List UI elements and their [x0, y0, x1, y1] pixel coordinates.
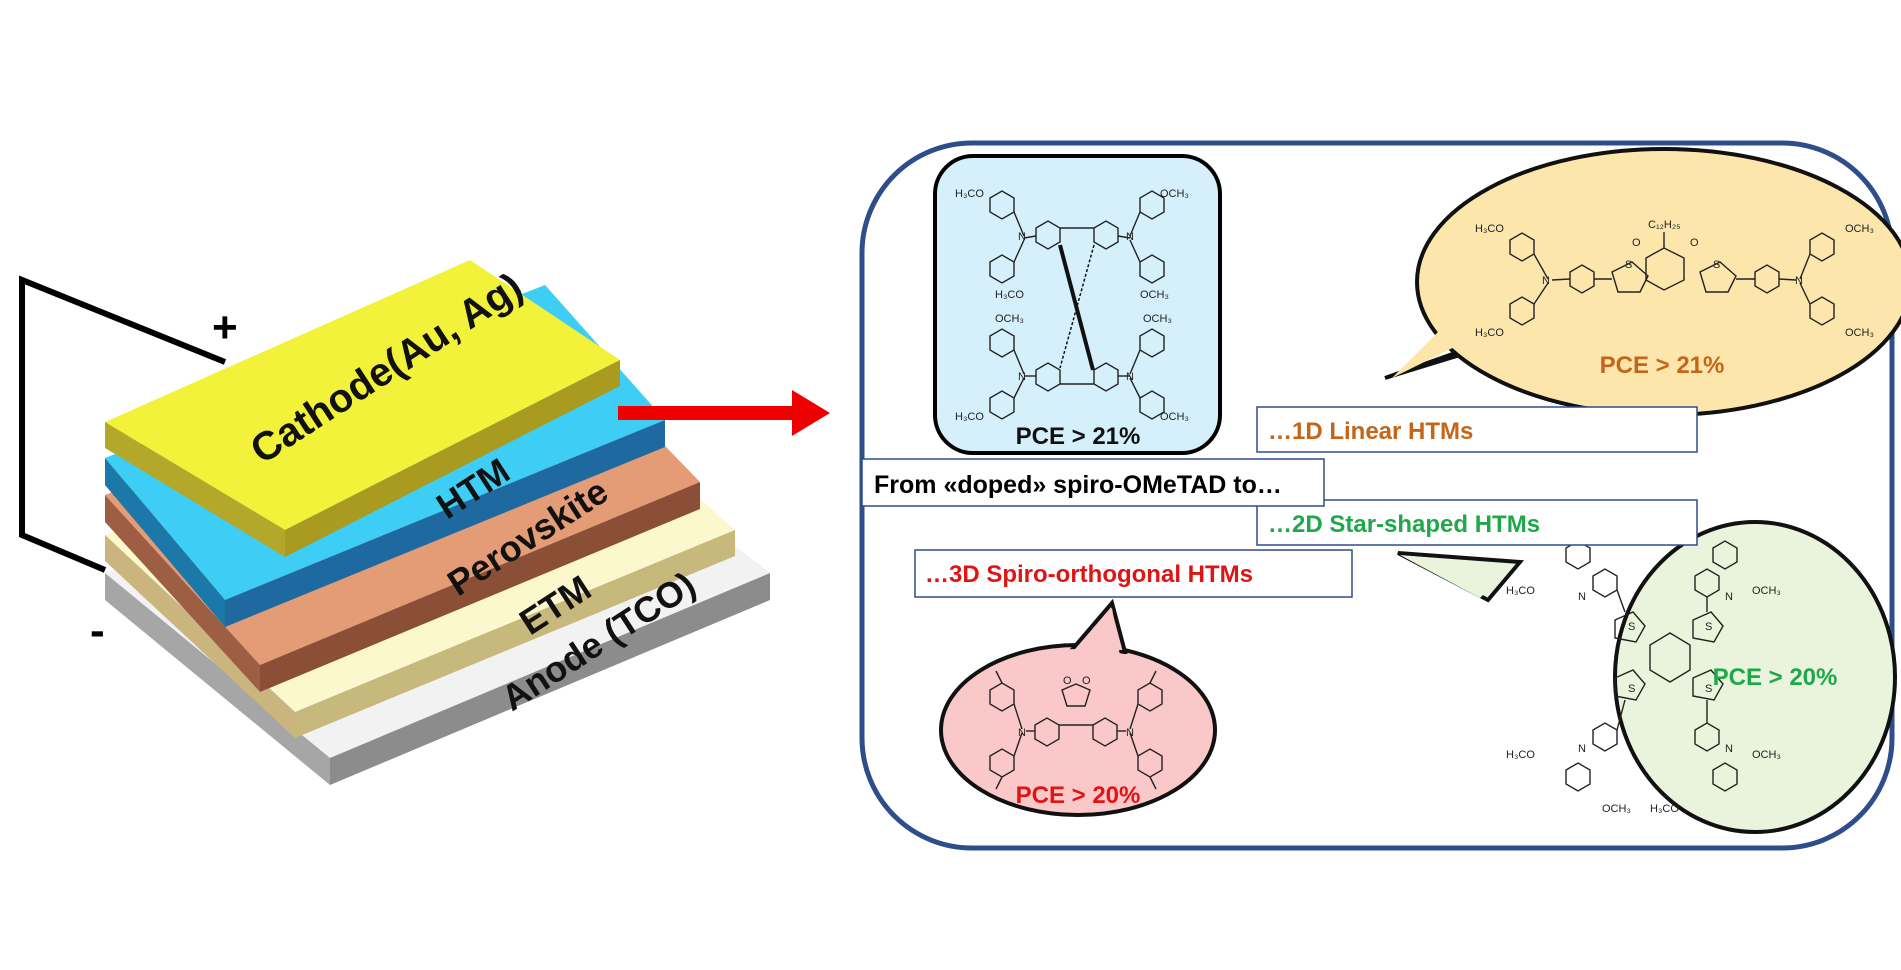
star-htms-label: …2D Star-shaped HTMs [1268, 511, 1540, 538]
svg-text:OCH₃: OCH₃ [1845, 327, 1874, 339]
svg-text:S: S [1628, 621, 1635, 633]
svg-text:N: N [1578, 743, 1586, 755]
spiro3d-htms-label: …3D Spiro-orthogonal HTMs [925, 561, 1253, 588]
svg-text:N: N [1018, 727, 1026, 739]
svg-text:OCH₃: OCH₃ [1752, 749, 1781, 761]
linear-htms-label: …1D Linear HTMs [1268, 418, 1473, 445]
svg-text:N: N [1126, 231, 1134, 243]
svg-text:OCH₃: OCH₃ [1845, 223, 1874, 235]
svg-text:N: N [1725, 743, 1733, 755]
star-htms-box: …2D Star-shaped HTMs [1256, 499, 1698, 546]
circuit-wire [19, 275, 227, 573]
svg-text:N: N [1126, 371, 1134, 383]
star-htm-structure [1565, 540, 1738, 792]
svg-text:OCH₃: OCH₃ [1752, 585, 1781, 597]
svg-text:N: N [1725, 591, 1733, 603]
svg-text:OCH₃: OCH₃ [995, 313, 1024, 325]
svg-text:OCH₃: OCH₃ [1143, 313, 1172, 325]
intro-label: From «doped» spiro-OMeTAD to… [874, 471, 1282, 499]
svg-text:H₃CO: H₃CO [1506, 749, 1535, 761]
svg-text:H₃CO: H₃CO [1475, 223, 1504, 235]
svg-text:H₃CO: H₃CO [1650, 803, 1679, 815]
svg-text:O: O [1063, 675, 1072, 687]
svg-text:N: N [1126, 727, 1134, 739]
svg-text:S: S [1628, 683, 1635, 695]
plus-sign: + [212, 303, 238, 352]
spiro-ometad-structure [989, 190, 1165, 420]
linear-htm-bubble [1384, 147, 1901, 417]
spiro-ometad-labels: H₃CO OCH₃ H₃CO OCH₃ OCH₃ OCH₃ H₃CO OCH₃ … [955, 188, 1189, 423]
cathode-layer [105, 260, 620, 557]
svg-text:N: N [1018, 231, 1026, 243]
linear-htm-structure [1509, 232, 1835, 326]
svg-text:S: S [1625, 259, 1632, 271]
svg-text:OCH₃: OCH₃ [1160, 188, 1189, 200]
spiro3d-htm-pce: PCE > 20% [1016, 782, 1141, 809]
star-htm-pce: PCE > 20% [1713, 664, 1838, 691]
svg-text:O: O [1690, 237, 1699, 249]
svg-text:OCH₃: OCH₃ [1602, 803, 1631, 815]
svg-text:N: N [1542, 275, 1550, 287]
svg-text:S: S [1705, 683, 1712, 695]
svg-text:H₃CO: H₃CO [955, 411, 984, 423]
spiro-ometad-pce: PCE > 21% [1016, 423, 1141, 450]
red-arrow [618, 390, 830, 436]
intro-box: From «doped» spiro-OMeTAD to… [861, 458, 1325, 507]
svg-text:N: N [1578, 591, 1586, 603]
svg-text:S: S [1705, 621, 1712, 633]
spiro3d-htm-labels: O O N N [1018, 675, 1134, 739]
star-htm-bubble [1397, 520, 1897, 834]
svg-text:O: O [1632, 237, 1641, 249]
svg-text:O: O [1082, 675, 1091, 687]
linear-htms-box: …1D Linear HTMs [1256, 406, 1698, 453]
svg-text:H₃CO: H₃CO [1475, 327, 1504, 339]
svg-text:N: N [1795, 275, 1803, 287]
svg-text:H₃CO: H₃CO [955, 188, 984, 200]
svg-text:H₃CO: H₃CO [995, 289, 1024, 301]
linear-htm-labels: H₃CO OCH₃ H₃CO OCH₃ N N S S O O C₁₂H₂₅ [1475, 219, 1874, 339]
svg-text:C₁₂H₂₅: C₁₂H₂₅ [1648, 219, 1681, 231]
linear-htm-pce: PCE > 21% [1600, 352, 1725, 379]
spiro3d-htm-structure [989, 670, 1163, 790]
svg-text:OCH₃: OCH₃ [1160, 411, 1189, 423]
minus-sign: - [90, 606, 105, 655]
spiro3d-htms-box: …3D Spiro-orthogonal HTMs [914, 549, 1353, 598]
svg-text:OCH₃: OCH₃ [1140, 289, 1169, 301]
svg-text:H₃CO: H₃CO [1506, 585, 1535, 597]
svg-text:S: S [1713, 259, 1720, 271]
svg-text:N: N [1018, 371, 1026, 383]
